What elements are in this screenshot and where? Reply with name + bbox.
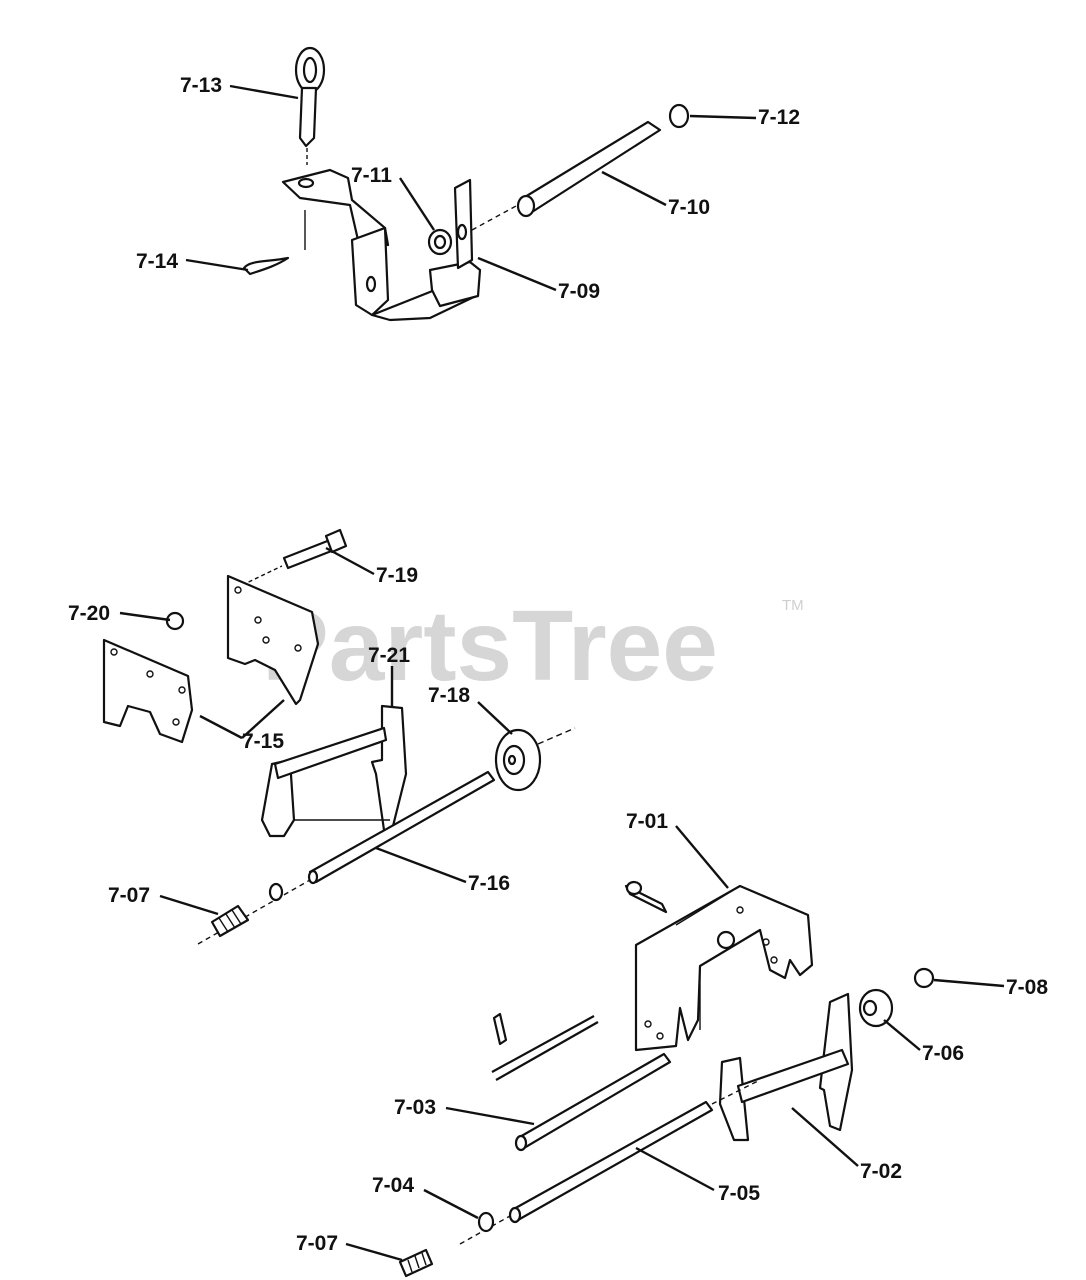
snap-ring-part xyxy=(668,103,690,129)
plate-assembly xyxy=(102,528,576,945)
callout-7-15: 7-15 xyxy=(242,730,284,753)
callout-7-03: 7-03 xyxy=(394,1096,436,1119)
callout-7-18: 7-18 xyxy=(428,684,470,707)
spring-upper-part xyxy=(210,904,250,938)
pivot-shaft-part xyxy=(514,1052,672,1152)
callout-7-19: 7-19 xyxy=(376,564,418,587)
shaft-part xyxy=(197,770,496,945)
lift-link-part xyxy=(718,992,854,1142)
hitch-bracket-part xyxy=(281,168,482,322)
hair-pin-part xyxy=(242,256,290,276)
callout-7-16: 7-16 xyxy=(468,872,510,895)
mounting-plate-rear xyxy=(226,574,320,706)
callout-7-09: 7-09 xyxy=(558,280,600,303)
bushing-part xyxy=(427,228,453,256)
bolt-part xyxy=(235,528,348,589)
callout-7-12: 7-12 xyxy=(758,106,800,129)
callout-7-04: 7-04 xyxy=(372,1174,414,1197)
frame-bracket-part xyxy=(624,880,814,1052)
callout-7-21: 7-21 xyxy=(368,644,410,667)
washer-upper-part xyxy=(268,882,284,902)
roller-part xyxy=(494,727,576,792)
callout-7-10: 7-10 xyxy=(668,196,710,219)
callout-7-11: 7-11 xyxy=(351,164,392,187)
callout-7-05: 7-05 xyxy=(718,1182,760,1205)
callout-7-08: 7-08 xyxy=(1006,976,1048,999)
hitch-assembly xyxy=(242,46,690,322)
callout-7-02: 7-02 xyxy=(860,1160,902,1183)
spring-lower-part xyxy=(398,1248,434,1278)
hitch-pin-part xyxy=(294,46,326,165)
washer-lower-part xyxy=(477,1211,495,1233)
frame-assembly xyxy=(398,880,935,1278)
lower-roller-part xyxy=(858,988,894,1028)
cotter-pin-part xyxy=(491,1012,599,1081)
callout-7-14: 7-14 xyxy=(136,250,178,273)
nut-part xyxy=(165,611,185,631)
callout-7-07-lower: 7-07 xyxy=(296,1232,338,1255)
callout-7-20: 7-20 xyxy=(68,602,110,625)
latch-lever-part xyxy=(260,704,408,838)
callout-labels: 7-13 7-12 7-11 7-10 7-14 7-09 7-19 7-20 … xyxy=(68,74,1048,1255)
watermark-text: PartsTree xyxy=(262,590,718,702)
watermark-trademark: TM xyxy=(782,597,804,614)
callout-7-01: 7-01 xyxy=(626,810,668,833)
callout-7-06: 7-06 xyxy=(922,1042,964,1065)
axle-rod-part xyxy=(471,120,662,231)
callout-7-07-upper: 7-07 xyxy=(108,884,150,907)
callout-7-13: 7-13 xyxy=(180,74,222,97)
mounting-plate-front xyxy=(102,638,194,744)
end-cap-part xyxy=(913,967,935,989)
leader-lines xyxy=(119,84,1005,1262)
lift-shaft-part xyxy=(459,1079,761,1245)
